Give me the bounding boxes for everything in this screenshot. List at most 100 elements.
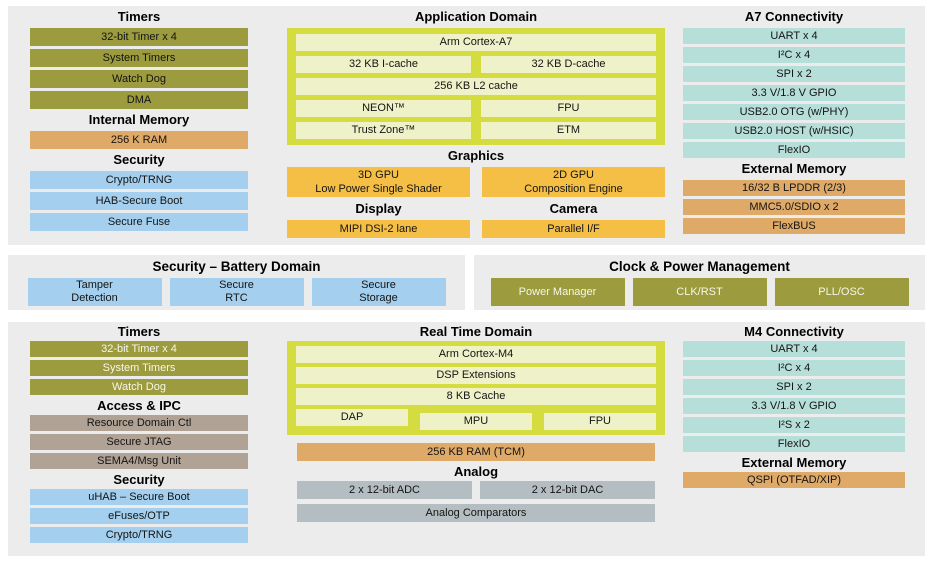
access-ipc-section-title: Access & IPC (97, 398, 181, 413)
m4-middle-column: Real Time Domain Arm Cortex-M4 DSP Exten… (287, 322, 665, 525)
block-mmc-sdio: MMC5.0/SDIO x 2 (683, 199, 905, 215)
block-neon: NEON™ (296, 100, 471, 117)
block-dma: DMA (30, 91, 248, 109)
block-hab-secure-boot: HAB-Secure Boot (30, 192, 248, 210)
block-usb-otg: USB2.0 OTG (w/PHY) (683, 104, 905, 120)
block-pll-osc: PLL/OSC (774, 278, 909, 306)
m4-domain-panel: Timers 32-bit Timer x 4 System Timers Wa… (8, 322, 925, 556)
block-qspi: QSPI (OTFAD/XIP) (683, 472, 905, 488)
block-m4-flexio: FlexIO (683, 436, 905, 452)
block-clk-rst: CLK/RST (632, 278, 767, 306)
block-etm: ETM (481, 122, 656, 139)
2d-gpu-line2: Composition Engine (524, 183, 623, 195)
block-a7-spi: SPI x 2 (683, 66, 905, 82)
block-dcache: 32 KB D-cache (481, 56, 656, 73)
display-camera-titles-row: Display Camera (287, 197, 665, 220)
block-arm-cortex-m4: Arm Cortex-M4 (296, 346, 656, 363)
3d-gpu-line2: Low Power Single Shader (315, 183, 442, 195)
block-m4-32bit-timer: 32-bit Timer x 4 (30, 341, 248, 357)
clock-power-title: Clock & Power Management (609, 259, 790, 274)
m4-timers-section-title: Timers (117, 324, 161, 339)
block-parallel-if: Parallel I/F (482, 220, 665, 238)
analog-section-title: Analog (453, 464, 499, 479)
battery-domain-row: Tamper Detection Secure RTC Secure Stora… (8, 278, 465, 306)
block-trust-zone: Trust Zone™ (296, 122, 471, 139)
block-system-timers: System Timers (30, 49, 248, 67)
internal-memory-section-title: Internal Memory (88, 112, 190, 127)
rtc-line1: Secure (219, 279, 254, 291)
a7-external-memory-title: External Memory (741, 161, 847, 176)
block-dap: DAP (296, 409, 408, 426)
block-resource-domain-ctl: Resource Domain Ctl (30, 415, 248, 431)
clock-power-row: Power Manager CLK/RST PLL/OSC (474, 278, 925, 306)
block-m4-watch-dog: Watch Dog (30, 379, 248, 395)
m4-right-column: M4 Connectivity UART x 4 I²C x 4 SPI x 2… (683, 322, 905, 491)
block-arm-cortex-a7: Arm Cortex-A7 (296, 34, 656, 51)
rtc-line2: RTC (225, 292, 248, 304)
m4-external-memory-title: External Memory (741, 455, 847, 470)
block-dac: 2 x 12-bit DAC (480, 481, 655, 499)
2d-gpu-line1: 2D GPU (553, 169, 594, 181)
security-section-title: Security (113, 152, 165, 167)
m4-security-section-title: Security (113, 472, 165, 487)
gpu-row: 3D GPU Low Power Single Shader 2D GPU Co… (287, 167, 665, 197)
display-camera-row: MIPI DSI-2 lane Parallel I/F (287, 220, 665, 238)
block-l2-cache: 256 KB L2 cache (296, 78, 656, 95)
block-icache: 32 KB I-cache (296, 56, 471, 73)
battery-domain-title: Security – Battery Domain (152, 259, 321, 274)
block-sema4-msg-unit: SEMA4/Msg Unit (30, 453, 248, 469)
a7-left-column: Timers 32-bit Timer x 4 System Timers Wa… (30, 6, 248, 234)
block-power-manager: Power Manager (490, 278, 625, 306)
storage-line2: Storage (359, 292, 398, 304)
block-32bit-timer: 32-bit Timer x 4 (30, 28, 248, 46)
block-a7-gpio: 3.3 V/1.8 V GPIO (683, 85, 905, 101)
cortex-a7-domain-container: Arm Cortex-A7 32 KB I-cache 32 KB D-cach… (287, 28, 665, 145)
block-8kb-cache: 8 KB Cache (296, 388, 656, 405)
block-usb-host: USB2.0 HOST (w/HSIC) (683, 123, 905, 139)
block-m4-i2s: I²S x 2 (683, 417, 905, 433)
block-flexbus: FlexBUS (683, 218, 905, 234)
cortex-m4-domain-container: Arm Cortex-M4 DSP Extensions 8 KB Cache … (287, 341, 665, 435)
block-efuses-otp: eFuses/OTP (30, 508, 248, 524)
block-lpddr: 16/32 B LPDDR (2/3) (683, 180, 905, 196)
graphics-section-title: Graphics (447, 148, 505, 163)
m4-left-column: Timers 32-bit Timer x 4 System Timers Wa… (30, 322, 248, 546)
clock-power-panel: Clock & Power Management Power Manager C… (474, 255, 925, 310)
block-a7-i2c: I²C x 4 (683, 47, 905, 63)
display-section-title: Display (355, 201, 402, 216)
timers-section-title: Timers (117, 9, 161, 24)
block-secure-fuse: Secure Fuse (30, 213, 248, 231)
block-256k-ram: 256 K RAM (30, 131, 248, 149)
m4-connectivity-title: M4 Connectivity (744, 324, 844, 339)
block-analog-comparators: Analog Comparators (297, 504, 655, 522)
block-m4-uart: UART x 4 (683, 341, 905, 357)
block-m4-crypto-trng: Crypto/TRNG (30, 527, 248, 543)
block-mpu: MPU (420, 413, 532, 430)
block-256kb-ram-tcm: 256 KB RAM (TCM) (297, 443, 655, 461)
camera-section-title: Camera (549, 201, 598, 216)
block-fpu-a7: FPU (481, 100, 656, 117)
block-secure-jtag: Secure JTAG (30, 434, 248, 450)
tamper-line2: Detection (71, 292, 118, 304)
block-uhab-secure-boot: uHAB – Secure Boot (30, 489, 248, 505)
storage-line1: Secure (361, 279, 396, 291)
a7-connectivity-title: A7 Connectivity (744, 9, 844, 24)
block-dsp-extensions: DSP Extensions (296, 367, 656, 384)
block-2d-gpu: 2D GPU Composition Engine (482, 167, 665, 197)
battery-domain-panel: Security – Battery Domain Tamper Detecti… (8, 255, 465, 310)
block-a7-uart: UART x 4 (683, 28, 905, 44)
a7-middle-column: Application Domain Arm Cortex-A7 32 KB I… (287, 6, 665, 238)
block-crypto-trng: Crypto/TRNG (30, 171, 248, 189)
block-mipi-dsi: MIPI DSI-2 lane (287, 220, 470, 238)
block-m4-system-timers: System Timers (30, 360, 248, 376)
block-m4-spi: SPI x 2 (683, 379, 905, 395)
a7-domain-panel: Timers 32-bit Timer x 4 System Timers Wa… (8, 6, 925, 245)
adc-dac-row: 2 x 12-bit ADC 2 x 12-bit DAC (297, 481, 655, 502)
block-m4-gpio: 3.3 V/1.8 V GPIO (683, 398, 905, 414)
block-watch-dog: Watch Dog (30, 70, 248, 88)
application-domain-title: Application Domain (414, 9, 538, 24)
tamper-line1: Tamper (76, 279, 113, 291)
a7-right-column: A7 Connectivity UART x 4 I²C x 4 SPI x 2… (683, 6, 905, 237)
m4-ram-analog-area: 256 KB RAM (TCM) Analog 2 x 12-bit ADC 2… (297, 443, 655, 522)
